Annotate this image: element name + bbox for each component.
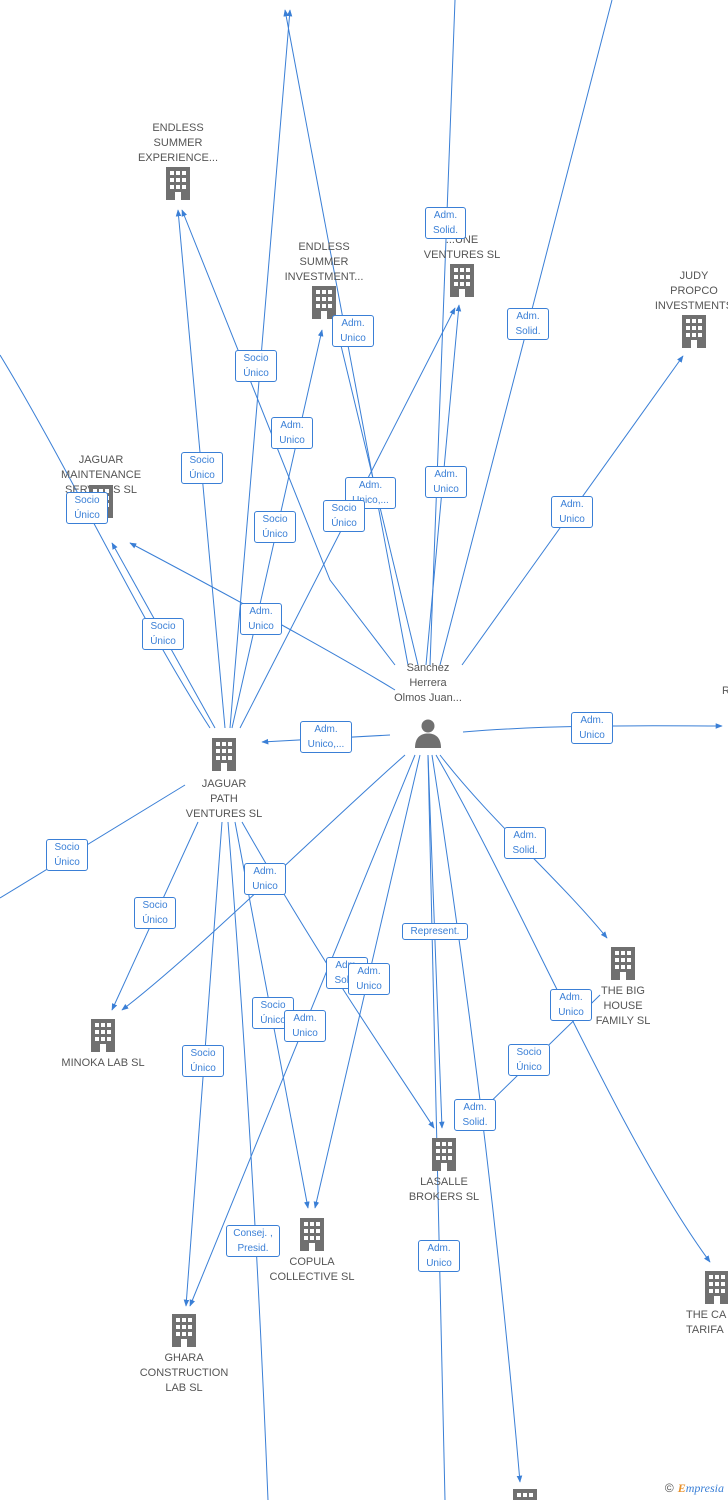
building-icon [312,286,336,319]
relation-badge[interactable]: Socio Único [66,492,108,524]
building-icon [172,1314,196,1347]
relation-badge[interactable]: Adm. Unico [348,963,390,995]
company-name: MINOKA LAB SL [61,1057,145,1069]
relation-badge[interactable]: Adm. Unico [244,863,286,895]
company-big-house[interactable]: THE BIG HOUSE FAMILY SL [573,946,673,1029]
relation-badge[interactable]: Adm. Unico,... [300,721,352,753]
company-name: THE BIG HOUSE FAMILY SL [595,985,651,1027]
relation-badge[interactable]: Adm. Solid. [504,827,546,859]
person-icon [415,719,441,748]
relation-badge[interactable]: Socio Único [508,1044,550,1076]
company-name: JUDY PROPCO INVESTMENTS [654,270,728,312]
relation-badge[interactable]: Socio Único [254,511,296,543]
company-jaguar-path[interactable]: JAGUAR PATH VENTURES SL [174,737,274,822]
copyright-symbol: © [664,1481,674,1495]
company-name: R [722,685,728,697]
company-name: ENDLESS SUMMER INVESTMENT... [284,241,364,283]
relation-badge[interactable]: Represent. [402,923,468,940]
relation-badge[interactable]: Socio Único [134,897,176,929]
relation-badge[interactable]: Socio Único [323,500,365,532]
company-right-edge[interactable]: R [716,684,728,699]
company-name: ENDLESS SUMMER EXPERIENCE... [137,122,219,164]
edge [0,354,211,729]
relation-badge[interactable]: Adm. Unico [425,466,467,498]
building-icon [682,315,706,348]
company-ventures-top[interactable]: ...UNE VENTURES SL [412,233,512,297]
company-endless-experience[interactable]: ENDLESS SUMMER EXPERIENCE... [128,121,228,200]
edge [181,209,396,666]
relation-badge[interactable]: Adm. Unico [551,496,593,528]
relation-badge[interactable]: Adm. Solid. [507,308,549,340]
company-the-ca[interactable]: THE CA TARIFA [686,1270,728,1338]
relation-badge[interactable]: Socio Único [142,618,184,650]
relation-badge[interactable]: Adm. Unico [240,603,282,635]
building-icon [705,1271,728,1304]
relation-badge[interactable]: Adm. Unico [418,1240,460,1272]
relation-badge[interactable]: Adm. Solid. [425,207,466,239]
company-lasalle[interactable]: LASALLE BROKERS SL [394,1137,494,1205]
relation-badge[interactable]: Consej. , Presid. [226,1225,280,1257]
company-copula[interactable]: COPULA COLLECTIVE SL [262,1217,362,1285]
company-name: THE CA TARIFA [686,1309,727,1336]
relation-badge[interactable]: Adm. Unico [271,417,313,449]
company-endless-investment[interactable]: ENDLESS SUMMER INVESTMENT... [274,240,374,319]
relation-badge[interactable]: Socio Único [46,839,88,871]
edge [427,754,446,1500]
building-icon [432,1138,456,1171]
company-name: COPULA COLLECTIVE SL [269,1256,355,1283]
company-name: JAGUAR PATH VENTURES SL [185,778,263,820]
person-name: Sanchez Herrera Olmos Juan... [394,662,462,704]
company-minoka[interactable]: MINOKA LAB SL [48,1018,158,1071]
brand-logo[interactable]: ©Empresia [665,1481,724,1496]
brand-name: mpresia [685,1481,724,1495]
relation-badge[interactable]: Socio Único [181,452,223,484]
relation-badge[interactable]: Adm. Unico [284,1010,326,1042]
brand-initial: E [677,1481,686,1495]
building-icon [166,167,190,200]
relation-badge[interactable]: Socio Único [235,350,277,382]
company-bottom[interactable] [510,1488,540,1500]
relation-badge[interactable]: Socio Único [182,1045,224,1077]
building-icon [513,1489,537,1500]
company-judy[interactable]: JUDY PROPCO INVESTMENTS [644,269,728,348]
building-icon [91,1019,115,1052]
building-icon [212,738,236,771]
relation-badge[interactable]: Adm. Unico [550,989,592,1021]
edge [0,784,186,899]
company-name: LASALLE BROKERS SL [408,1176,480,1203]
person-node[interactable]: Sanchez Herrera Olmos Juan... [378,661,478,748]
relation-badge[interactable]: Adm. Unico [571,712,613,744]
relation-badge[interactable]: Adm. Unico [332,315,374,347]
company-ghara[interactable]: GHARA CONSTRUCTION LAB SL [129,1313,239,1396]
building-icon [611,947,635,980]
relation-badge[interactable]: Adm. Solid. [454,1099,496,1131]
company-name: GHARA CONSTRUCTION LAB SL [139,1352,229,1394]
building-icon [300,1218,324,1251]
edge [227,821,269,1500]
building-icon [450,264,474,297]
edge [427,754,445,1129]
